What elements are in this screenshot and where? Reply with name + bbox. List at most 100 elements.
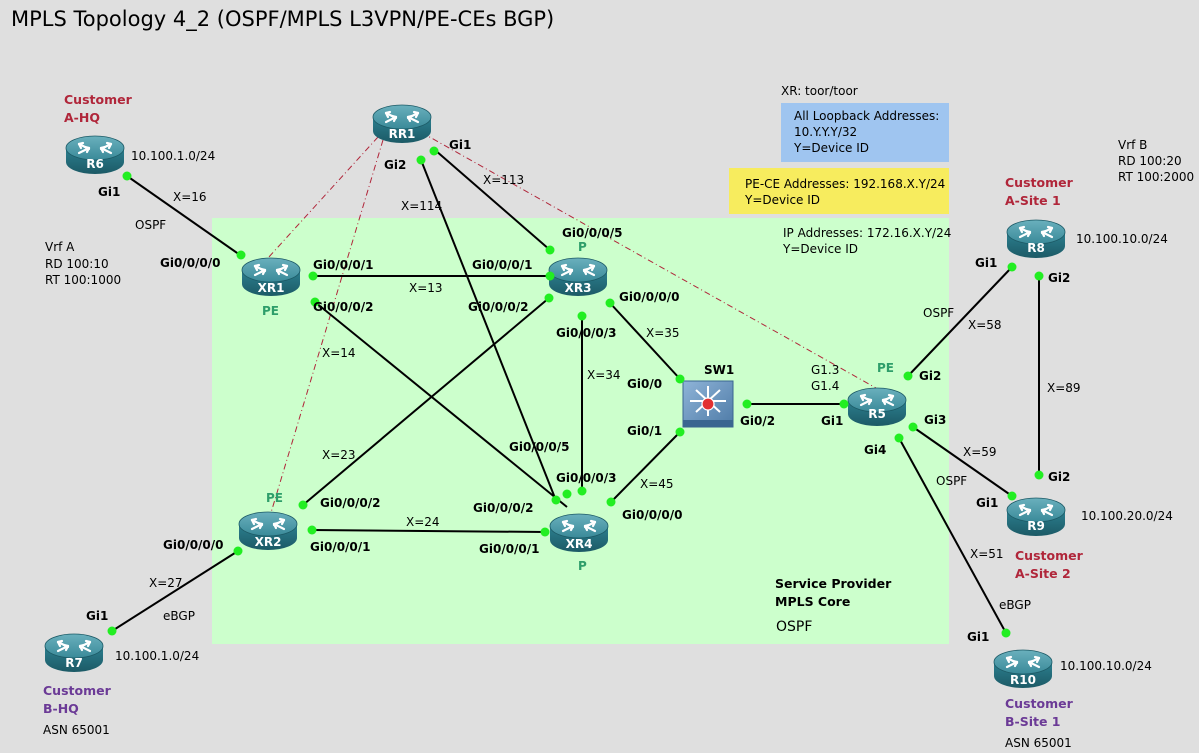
protocol-label: eBGP — [163, 609, 195, 623]
link-label: X=23 — [322, 448, 356, 462]
interface-label: Gi0/0/0/1 — [310, 540, 371, 554]
device-label: R5 — [868, 407, 886, 421]
switch-icon[interactable] — [682, 380, 734, 428]
core-protocol-label: OSPF — [776, 619, 812, 635]
network-prefix: 10.100.1.0/24 — [115, 649, 199, 663]
interface-label: Gi0/2 — [740, 414, 775, 428]
interface-label: Gi1 — [967, 630, 989, 644]
r5-subif-label: G1.3 — [811, 363, 839, 377]
core-label-line: Service Provider — [775, 576, 892, 591]
link-xr3-sw1[interactable] — [609, 302, 681, 380]
pece-note-box — [729, 168, 949, 214]
interface-label: Gi0/0/0/3 — [556, 326, 617, 340]
asn-label: ASN 65001 — [43, 723, 110, 737]
interface-label: Gi0/0/0/5 — [562, 226, 623, 240]
interface-label: Gi0/0/0/2 — [468, 300, 529, 314]
ibgp-rr1-xr2 — [269, 139, 384, 517]
role-label: PE — [262, 304, 279, 318]
customer-site-label: B-HQ — [43, 701, 79, 716]
interface-label: Gi2 — [919, 369, 941, 383]
ibgp-peerings — [267, 125, 877, 517]
role-label: P — [578, 240, 587, 254]
interface-label: Gi2 — [384, 158, 406, 172]
device-label: XR2 — [255, 535, 282, 549]
link-label: X=89 — [1047, 381, 1081, 395]
interface-label: Gi4 — [864, 443, 886, 457]
diagram-title: MPLS Topology 4_2 (OSPF/MPLS L3VPN/PE-CE… — [11, 7, 554, 32]
link-label: X=13 — [409, 281, 443, 295]
link-label: X=113 — [483, 173, 524, 187]
interface-label: Gi0/0/0/3 — [556, 471, 617, 485]
vrf-b-rd: RD 100:20 — [1118, 154, 1182, 168]
loopback-note-line: All Loopback Addresses: — [794, 109, 939, 123]
protocol-label: OSPF — [923, 306, 954, 320]
vrf-a-rd: RD 100:10 — [45, 257, 109, 271]
interface-label: Gi0/0/0/0 — [163, 538, 224, 552]
vrf-a-name: Vrf A — [45, 240, 75, 254]
link-xr2-xr3[interactable] — [302, 297, 550, 506]
vrf-b-name: Vrf B — [1118, 138, 1147, 152]
pece-note-line: PE-CE Addresses: 192.168.X.Y/24 — [745, 177, 945, 191]
credentials-note: XR: toor/toor — [781, 84, 858, 98]
customer-site-label: A-HQ — [64, 110, 100, 125]
interface-label: Gi1 — [86, 609, 108, 623]
interface-label: Gi0/0/0/1 — [313, 258, 374, 272]
link-label: X=58 — [968, 318, 1002, 332]
link-label: X=35 — [646, 326, 680, 340]
interface-label: Gi0/0/0/2 — [320, 496, 381, 510]
device-label: R10 — [1010, 673, 1036, 687]
link-label: X=14 — [322, 346, 356, 360]
device-label: R6 — [86, 157, 104, 171]
link-label: X=34 — [587, 368, 621, 382]
pece-note-line: Y=Device ID — [744, 193, 820, 207]
interface-label: Gi0/0/0/1 — [479, 542, 540, 556]
interface-label: Gi0/1 — [627, 424, 662, 438]
protocol-label: OSPF — [135, 218, 166, 232]
asn-label: ASN 65001 — [1005, 736, 1072, 750]
link-label: X=45 — [640, 477, 674, 491]
interface-label: Gi0/0/0/2 — [313, 300, 374, 314]
link-r6-xr1[interactable] — [126, 175, 241, 256]
link-rr1-xr3[interactable] — [434, 149, 551, 251]
network-prefix: 10.100.10.0/24 — [1076, 232, 1168, 246]
ibgp-rr1-xr1 — [267, 136, 379, 259]
network-prefix: 10.100.1.0/24 — [131, 149, 215, 163]
customer-site-label: A-Site 1 — [1005, 193, 1061, 208]
link-r5-r10[interactable] — [898, 437, 1007, 634]
interface-label: Gi1 — [98, 185, 120, 199]
customer-label: Customer — [43, 683, 112, 698]
vrf-b-rt: RT 100:2000 — [1118, 170, 1194, 184]
link-xr1-xr4[interactable] — [314, 301, 568, 508]
link-r5-r9[interactable] — [912, 426, 1013, 497]
interface-label: Gi0/0/0/0 — [622, 508, 683, 522]
vrf-a-rt: RT 100:1000 — [45, 273, 121, 287]
physical-links — [111, 149, 1040, 634]
link-label: X=114 — [401, 199, 442, 213]
device-label: R8 — [1027, 241, 1045, 255]
customer-label: Customer — [1005, 175, 1074, 190]
r5-subif-label: G1.4 — [811, 379, 839, 393]
interface-label: Gi1 — [975, 256, 997, 270]
device-label: XR3 — [565, 281, 592, 295]
interface-label: Gi0/0/0/0 — [619, 290, 680, 304]
link-rr1-xr4[interactable] — [420, 159, 556, 499]
interface-label: Gi0/0 — [627, 377, 662, 391]
interface-label: Gi1 — [821, 414, 843, 428]
ibgp-rr1-r5 — [409, 125, 877, 389]
link-xr4-sw1[interactable] — [610, 431, 681, 503]
protocol-label: OSPF — [936, 474, 967, 488]
interface-label: Gi3 — [924, 413, 946, 427]
interface-label: Gi0/0/0/0 — [160, 256, 221, 270]
customer-label: Customer — [1015, 548, 1084, 563]
link-label: X=59 — [963, 445, 997, 459]
interface-label: Gi2 — [1048, 271, 1070, 285]
ip-note-line: Y=Device ID — [782, 242, 858, 256]
link-r7-xr2[interactable] — [111, 550, 239, 632]
link-r5-r8[interactable] — [907, 266, 1013, 377]
link-xr2-xr4[interactable] — [311, 529, 546, 533]
interface-label: Gi1 — [449, 138, 471, 152]
link-label: X=24 — [406, 515, 440, 529]
interface-label: Gi1 — [976, 496, 998, 510]
loopback-note-line: 10.Y.Y.Y/32 — [794, 125, 857, 139]
